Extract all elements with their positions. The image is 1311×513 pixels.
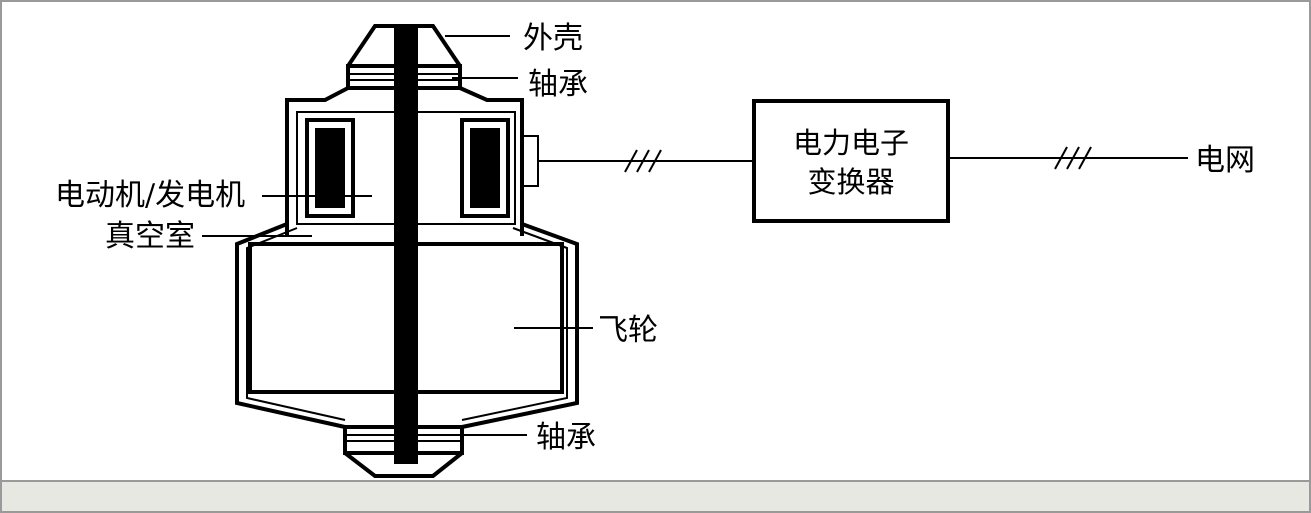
leader-lines <box>202 35 593 436</box>
power-converter: 电力电子 变换器 <box>752 99 950 223</box>
link-motor-to-converter <box>538 149 754 173</box>
link-converter-to-grid <box>948 146 1188 170</box>
motor-stator-right <box>460 118 510 218</box>
shaft <box>394 28 418 464</box>
label-vacuum-chamber: 真空室 <box>105 219 195 254</box>
label-grid: 电网 <box>1195 143 1255 178</box>
label-bearing-top: 轴承 <box>528 67 588 102</box>
label-casing: 外壳 <box>523 21 583 56</box>
label-motor-generator: 电动机/发电机 <box>55 178 245 213</box>
label-bearing-bottom: 轴承 <box>536 420 596 455</box>
lower-housing <box>235 222 579 429</box>
label-flywheel: 飞轮 <box>598 313 658 348</box>
footer-bar <box>2 481 1309 511</box>
motor-stator-left <box>305 118 355 218</box>
converter-label-line2: 变换器 <box>807 165 894 199</box>
converter-label-line1: 电力电子 <box>793 126 909 160</box>
